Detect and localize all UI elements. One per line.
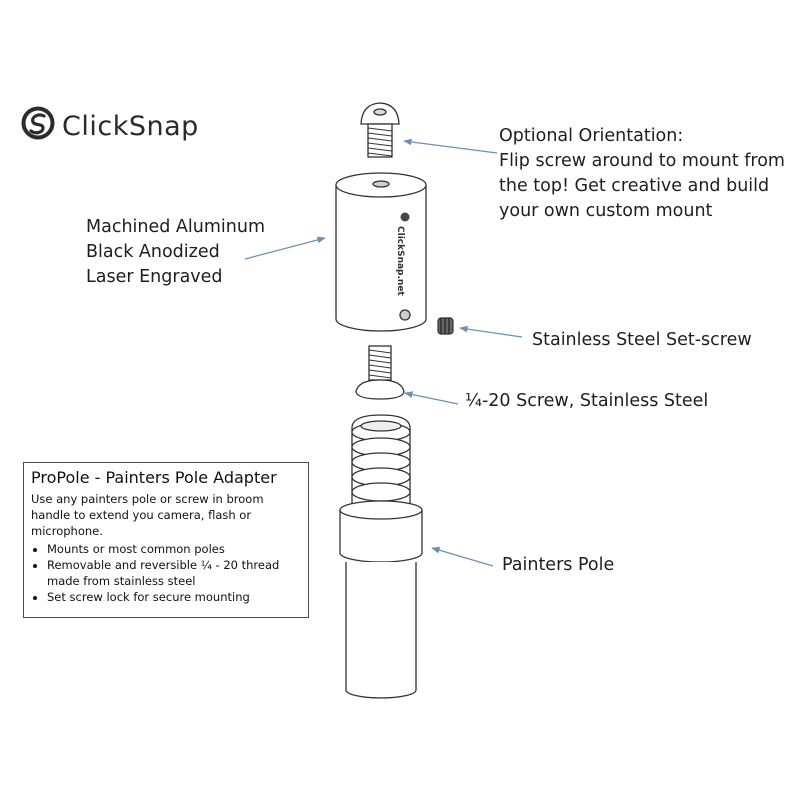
feature-list: Mounts or most common poles Removable an… xyxy=(31,541,301,605)
arrow-orientation xyxy=(403,138,498,154)
label-screw: ¼-20 Screw, Stainless Steel xyxy=(465,391,709,411)
label-setscrew: Stainless Steel Set-screw xyxy=(532,330,752,350)
arrow-pole xyxy=(431,546,494,567)
label-orientation: Optional Orientation: Flip screw around … xyxy=(499,124,785,224)
label-aluminum-line-3: Laser Engraved xyxy=(86,267,223,287)
top-screw xyxy=(360,102,400,158)
pole-adapter xyxy=(339,414,423,699)
feature-item: Removable and reversible ¼ - 20 thread m… xyxy=(47,557,301,589)
feature-item: Set screw lock for secure mounting xyxy=(47,589,301,605)
pole-thread xyxy=(351,414,411,506)
product-title: ProPole - Painters Pole Adapter xyxy=(31,468,277,487)
set-screw xyxy=(437,317,454,335)
brand-name: ClickSnap xyxy=(62,111,199,142)
label-pole: Painters Pole xyxy=(502,555,615,575)
label-orientation-line-4: your own custom mount xyxy=(499,201,713,221)
label-aluminum-line-1: Machined Aluminum xyxy=(86,217,265,237)
label-aluminum-line-2: Black Anodized xyxy=(86,242,220,262)
label-orientation-line-3: the top! Get creative and build xyxy=(499,176,770,196)
arrow-setscrew xyxy=(459,325,523,338)
label-aluminum: Machined Aluminum Black Anodized Laser E… xyxy=(86,215,265,290)
product-description: Use any painters pole or screw in broom … xyxy=(31,492,264,538)
product-info-box: ProPole - Painters Pole Adapter Use any … xyxy=(23,462,309,618)
arrow-screw xyxy=(404,391,459,405)
leader-arrows xyxy=(244,138,523,567)
bottom-screw xyxy=(355,345,405,400)
label-orientation-line-1: Optional Orientation: xyxy=(499,126,684,146)
arrow-aluminum xyxy=(244,236,326,260)
clicksnap-logo-icon xyxy=(21,106,55,140)
feature-item: Mounts or most common poles xyxy=(47,541,301,557)
label-orientation-line-2: Flip screw around to mount from xyxy=(499,151,785,171)
body-engraving: ClickSnap.net xyxy=(395,226,405,296)
aluminum-body xyxy=(335,172,427,332)
